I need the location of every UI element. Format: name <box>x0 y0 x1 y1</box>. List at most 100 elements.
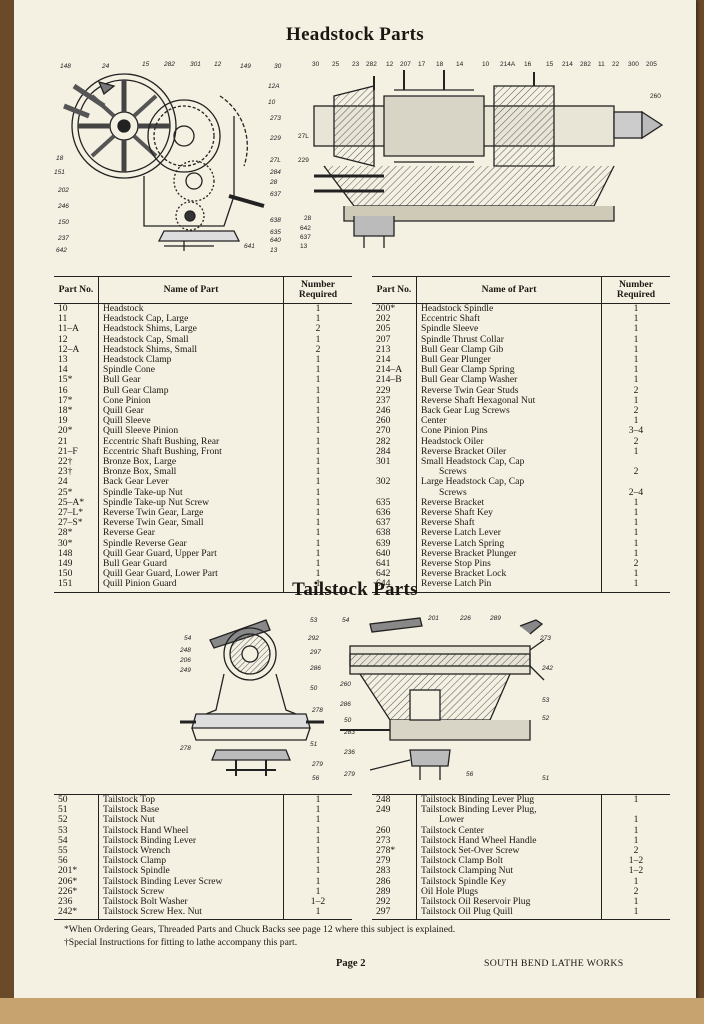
svg-text:282: 282 <box>366 61 377 68</box>
svg-text:282: 282 <box>580 61 591 68</box>
part-number: 260 <box>376 824 391 836</box>
svg-text:14: 14 <box>456 61 464 68</box>
part-name-cell: Tailstock Binding Lever Plug <box>416 794 602 806</box>
svg-text:50: 50 <box>310 685 318 692</box>
part-name: Reverse Twin Gear, Small <box>103 517 204 529</box>
svg-text:51: 51 <box>310 741 318 748</box>
part-number: 12 <box>58 333 68 345</box>
part-name-cell: Reverse Bracket Lock <box>416 569 602 580</box>
quantity-required: 1 <box>633 527 639 539</box>
part-number: 249 <box>376 804 391 816</box>
table-row: 249 Tailstock Binding Lever Plug,Lower 1 <box>372 804 670 826</box>
svg-text:226: 226 <box>459 615 471 622</box>
part-name-continued: Lower <box>439 814 465 826</box>
part-name-cell: Quill Gear <box>98 405 284 417</box>
svg-text:15: 15 <box>142 61 150 68</box>
part-number: 246 <box>376 405 391 417</box>
svg-text:279: 279 <box>311 761 323 768</box>
part-name: Headstock Shims, Small <box>103 343 198 355</box>
part-number: 18* <box>58 405 73 417</box>
part-name-cell: Tailstock Wrench <box>98 845 284 857</box>
part-name: Tailstock Binding Lever <box>103 834 197 846</box>
svg-text:286: 286 <box>339 701 351 708</box>
quantity-required: 1 <box>315 415 321 427</box>
part-name: Tailstock Binding Lever Screw <box>103 875 223 887</box>
part-number: 22† <box>58 456 73 468</box>
quantity-required: 1–2 <box>628 855 644 867</box>
tailstock-title: Tailstock Parts <box>292 579 418 600</box>
part-name: Large Headstock Cap, Cap <box>421 476 525 488</box>
part-number: 278* <box>376 845 396 857</box>
svg-text:27L: 27L <box>269 157 281 164</box>
svg-text:18: 18 <box>56 155 64 162</box>
quantity-required: 1 <box>315 496 321 508</box>
part-number: 148 <box>58 547 73 559</box>
part-name: Tailstock Spindle Key <box>421 875 507 887</box>
part-name: Headstock Shims, Large <box>103 323 197 335</box>
quantity-required: 1 <box>633 814 639 826</box>
part-name-cell: Tailstock Binding Lever Plug,Lower <box>416 804 602 826</box>
quantity-required: 2 <box>633 405 639 417</box>
part-number: 205 <box>376 323 391 335</box>
part-number: 213 <box>376 343 391 355</box>
quantity-required: 1 <box>283 579 352 593</box>
quantity-required: 1 <box>315 794 321 805</box>
footnote-gears: *When Ordering Gears, Threaded Parts and… <box>64 924 456 935</box>
quantity-required: 1 <box>633 343 639 355</box>
part-number: 214 <box>376 354 391 366</box>
part-name-cell: Tailstock Center <box>416 825 602 836</box>
quantity-required: 1 <box>601 579 670 593</box>
part-name-cell: Reverse Bracket Plunger <box>416 548 602 560</box>
part-name-cell: Bronze Box, Small <box>98 467 284 478</box>
part-name-cell: Reverse Shaft <box>416 518 602 529</box>
svg-text:10: 10 <box>482 61 490 68</box>
quantity-required: 1 <box>633 394 639 406</box>
column-header-qty: Number Required <box>601 276 670 304</box>
quantity-required: 1 <box>315 364 321 376</box>
part-number: 13 <box>58 354 68 366</box>
svg-text:202: 202 <box>57 187 69 194</box>
svg-text:15: 15 <box>546 61 554 68</box>
svg-text:278: 278 <box>311 707 323 714</box>
quantity-required: 1 <box>315 445 321 457</box>
quantity-required: 1 <box>633 896 639 908</box>
part-name-cell: Spindle Thrust Collar <box>416 334 602 345</box>
part-number: 636 <box>376 507 391 519</box>
part-number: 12–A <box>58 343 80 355</box>
part-name-cell: Headstock Clamp <box>98 354 284 366</box>
part-name-cell: Reverse Gear <box>98 528 284 539</box>
quantity-required: 1 <box>315 875 321 887</box>
part-name-continued: Screws <box>439 486 467 498</box>
svg-text:50: 50 <box>344 717 352 724</box>
part-name-cell: Tailstock Binding Lever Screw <box>98 875 284 887</box>
part-name: Bull Gear Plunger <box>421 354 491 366</box>
svg-text:150: 150 <box>58 219 69 226</box>
part-number: 14 <box>58 364 68 376</box>
quantity-required: 1 <box>315 507 321 519</box>
part-name: Tailstock Top <box>103 794 156 805</box>
svg-text:24: 24 <box>101 63 110 70</box>
quantity-required: 1 <box>315 824 321 836</box>
part-number: 10 <box>58 303 68 314</box>
part-number: 641 <box>376 558 391 570</box>
svg-text:56: 56 <box>466 771 474 778</box>
